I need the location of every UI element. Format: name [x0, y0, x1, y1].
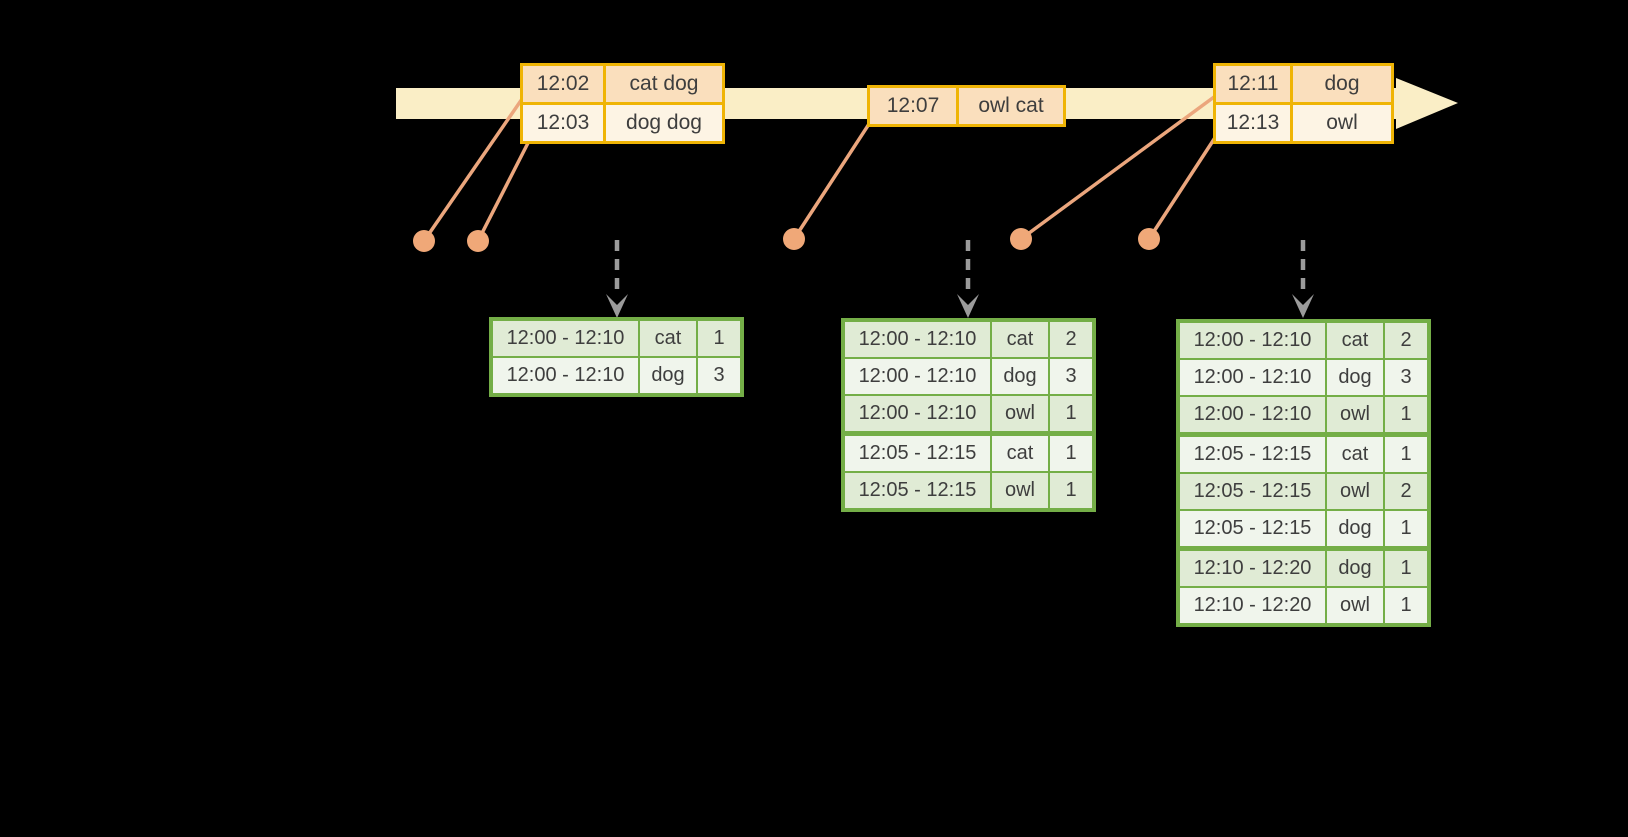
count-cell: 2: [1050, 322, 1092, 357]
word-cell: cat: [992, 436, 1048, 471]
event-connector-line: [792, 123, 871, 240]
window-cell: 12:10 - 12:20: [1180, 551, 1325, 586]
event-dot: [413, 230, 435, 252]
event-words-cell: owl cat: [959, 88, 1063, 124]
event-dot: [467, 230, 489, 252]
event-time-cell: 12:07: [870, 88, 956, 124]
count-cell: 1: [1385, 511, 1427, 546]
count-cell: 1: [1385, 551, 1427, 586]
event-time-cell: 12:02: [523, 66, 603, 102]
word-cell: owl: [1327, 588, 1383, 623]
timeline-arrowhead-icon: [1396, 78, 1458, 129]
word-cell: cat: [640, 321, 696, 356]
window-cell: 12:00 - 12:10: [1180, 360, 1325, 395]
window-cell: 12:00 - 12:10: [493, 321, 638, 356]
window-cell: 12:05 - 12:15: [845, 473, 990, 508]
count-cell: 3: [1385, 360, 1427, 395]
window-cell: 12:10 - 12:20: [1180, 588, 1325, 623]
count-cell: 1: [1050, 396, 1092, 431]
word-cell: cat: [1327, 437, 1383, 472]
count-cell: 1: [698, 321, 740, 356]
window-cell: 12:00 - 12:10: [845, 322, 990, 357]
trigger-arrows: [614, 240, 1306, 295]
event-dot: [1010, 228, 1032, 250]
word-cell: owl: [992, 473, 1048, 508]
event-time-cell: 12:13: [1216, 105, 1290, 141]
count-cell: 1: [1050, 473, 1092, 508]
word-cell: owl: [1327, 397, 1383, 432]
window-cell: 12:05 - 12:15: [1180, 474, 1325, 509]
event-dot: [783, 228, 805, 250]
trigger-arrowheads: [606, 294, 1314, 318]
event-dot: [1138, 228, 1160, 250]
count-cell: 3: [698, 358, 740, 393]
window-cell: 12:00 - 12:10: [845, 359, 990, 394]
count-cell: 3: [1050, 359, 1092, 394]
word-cell: dog: [1327, 551, 1383, 586]
word-cell: cat: [992, 322, 1048, 357]
window-cell: 12:05 - 12:15: [1180, 437, 1325, 472]
event-connector-line: [1147, 129, 1222, 240]
count-cell: 1: [1385, 397, 1427, 432]
event-connector-line: [476, 140, 531, 242]
window-cell: 12:00 - 12:10: [1180, 397, 1325, 432]
word-cell: owl: [1327, 474, 1383, 509]
window-cell: 12:00 - 12:10: [493, 358, 638, 393]
word-cell: dog: [992, 359, 1048, 394]
event-connector-line: [422, 98, 524, 242]
trigger-arrowhead-icon: [957, 294, 979, 318]
word-cell: dog: [1327, 511, 1383, 546]
event-dots: [413, 228, 1160, 252]
event-connector-line: [1019, 95, 1216, 241]
trigger-arrowhead-icon: [1292, 294, 1314, 318]
word-cell: dog: [1327, 360, 1383, 395]
window-cell: 12:05 - 12:15: [1180, 511, 1325, 546]
window-cell: 12:00 - 12:10: [845, 396, 990, 431]
word-cell: owl: [992, 396, 1048, 431]
count-cell: 2: [1385, 474, 1427, 509]
event-words-cell: cat dog: [606, 66, 722, 102]
word-cell: cat: [1327, 323, 1383, 358]
count-cell: 1: [1050, 436, 1092, 471]
event-connectors: [422, 95, 1222, 242]
event-time-cell: 12:11: [1216, 66, 1290, 102]
word-cell: dog: [640, 358, 696, 393]
trigger-arrowhead-icon: [606, 294, 628, 318]
count-cell: 1: [1385, 437, 1427, 472]
event-words-cell: dog: [1293, 66, 1391, 102]
count-cell: 1: [1385, 588, 1427, 623]
window-cell: 12:00 - 12:10: [1180, 323, 1325, 358]
count-cell: 2: [1385, 323, 1427, 358]
window-cell: 12:05 - 12:15: [845, 436, 990, 471]
event-time-cell: 12:03: [523, 105, 603, 141]
event-words-cell: dog dog: [606, 105, 722, 141]
event-words-cell: owl: [1293, 105, 1391, 141]
